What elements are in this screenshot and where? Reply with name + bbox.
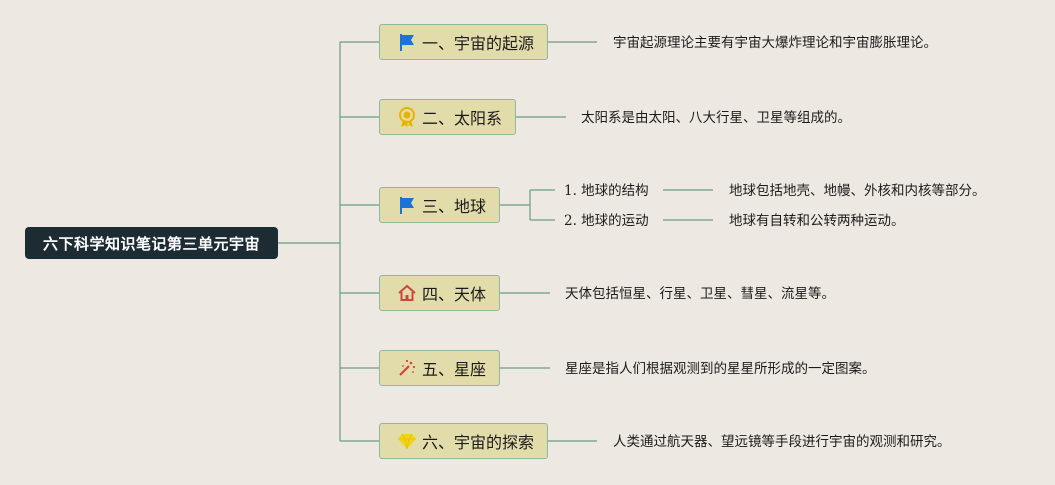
flag-icon: [396, 31, 418, 53]
branch-solar-system[interactable]: 二、太阳系: [379, 99, 516, 135]
diamond-icon: [396, 430, 418, 452]
earth-motion-node[interactable]: 2. 地球的运动: [564, 213, 649, 229]
branch-label: 五、星座: [422, 360, 487, 379]
branch-label: 六、宇宙的探索: [422, 433, 535, 452]
branch-origin-desc: 宇宙起源理论主要有宇宙大爆炸理论和宇宙膨胀理论。: [613, 35, 937, 51]
branch-exploration[interactable]: 六、宇宙的探索: [379, 423, 548, 459]
medal-icon: [396, 106, 418, 128]
flag-icon: [396, 194, 418, 216]
earth-structure-node[interactable]: 1. 地球的结构: [564, 183, 649, 199]
branch-earth[interactable]: 三、地球: [379, 187, 500, 223]
branch-label: 二、太阳系: [422, 109, 503, 128]
magic-wand-icon: [396, 357, 418, 379]
branch-exploration-desc: 人类通过航天器、望远镜等手段进行宇宙的观测和研究。: [613, 434, 951, 450]
earth-motion-desc: 地球有自转和公转两种运动。: [729, 213, 905, 229]
branch-constellations-desc: 星座是指人们根据观测到的星星所形成的一定图案。: [565, 361, 876, 377]
root-label: 六下科学知识笔记第三单元宇宙: [42, 234, 260, 253]
branch-label: 三、地球: [422, 197, 487, 216]
branch-label: 四、天体: [422, 285, 487, 304]
branch-celestial-bodies-desc: 天体包括恒星、行星、卫星、彗星、流星等。: [565, 286, 835, 302]
branch-origin[interactable]: 一、宇宙的起源: [379, 24, 548, 60]
earth-structure-desc: 地球包括地壳、地幔、外核和内核等部分。: [729, 183, 986, 199]
branch-label: 一、宇宙的起源: [422, 34, 535, 53]
root-node[interactable]: 六下科学知识笔记第三单元宇宙: [25, 227, 278, 259]
branch-celestial-bodies[interactable]: 四、天体: [379, 275, 500, 311]
branch-constellations[interactable]: 五、星座: [379, 350, 500, 386]
home-icon: [396, 282, 418, 304]
branch-solar-system-desc: 太阳系是由太阳、八大行星、卫星等组成的。: [581, 110, 851, 126]
